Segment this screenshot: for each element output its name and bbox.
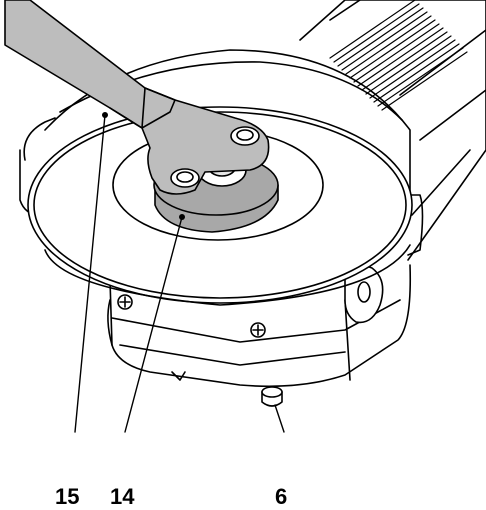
callout-6: 6 xyxy=(275,484,288,509)
callout-15: 15 xyxy=(55,484,80,509)
leader-lines xyxy=(74,114,285,433)
leader-dot-15 xyxy=(102,112,108,118)
leader-dot-14 xyxy=(179,214,185,220)
ribbed-grip xyxy=(329,0,468,111)
leader-6 xyxy=(274,404,285,433)
callout-14: 14 xyxy=(110,484,135,509)
leader-14 xyxy=(124,216,183,433)
leader-15 xyxy=(74,114,106,433)
spindle-lock-button xyxy=(261,386,283,407)
two-pin-spanner xyxy=(4,0,270,195)
